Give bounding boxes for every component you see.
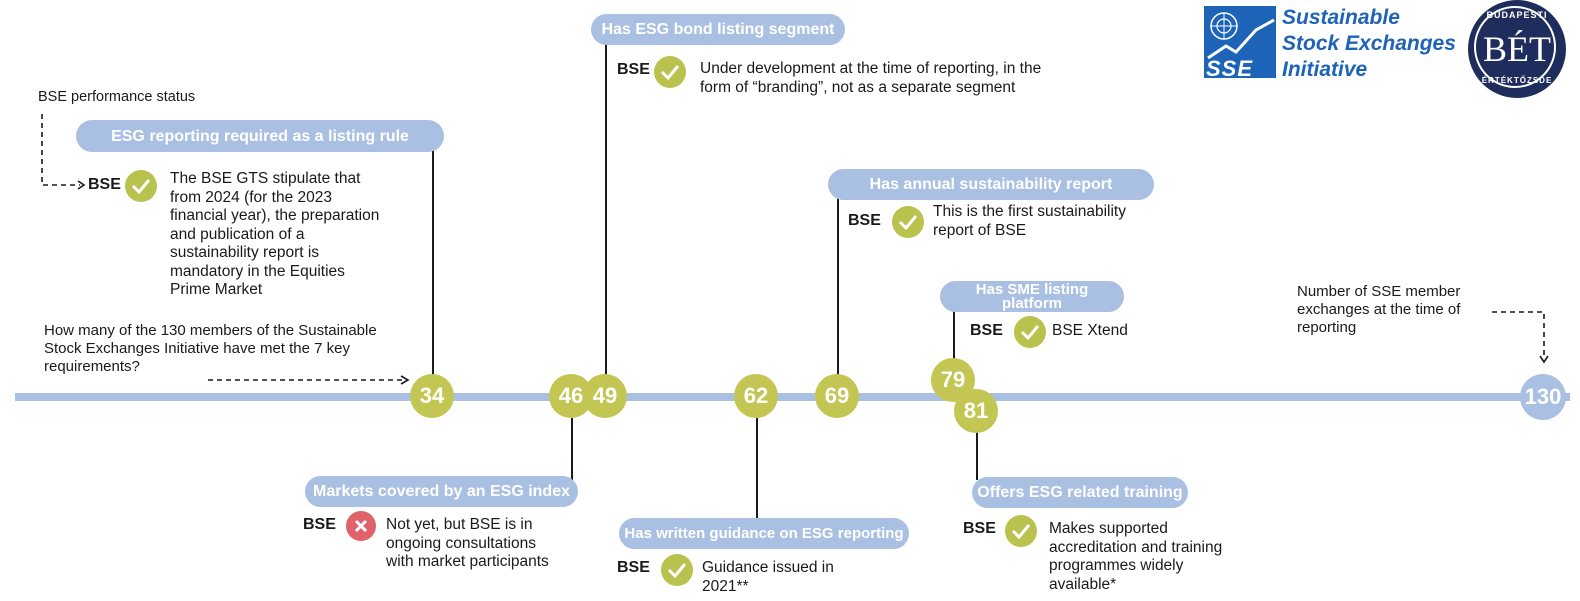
timeline-bar: [15, 393, 1570, 401]
sustainability-report-title: Has annual sustainability report: [828, 169, 1154, 200]
connector-62: [756, 418, 758, 520]
bet-ring-top: BUDAPESTI: [1486, 10, 1548, 20]
esg-index-title: Markets covered by an ESG index: [305, 476, 578, 507]
connector-49: [605, 44, 607, 376]
esg-bond-exchange: BSE: [617, 61, 650, 78]
performance-status-label: BSE performance status: [38, 89, 196, 105]
esg-bond-text: Under development at the time of reporti…: [700, 60, 1042, 96]
sustainability-report-exchange: BSE: [848, 212, 881, 229]
un-emblem-icon: [1204, 6, 1276, 78]
sse-line-1: Sustainable: [1282, 6, 1400, 29]
esg-bond-title: Has ESG bond listing segment: [591, 14, 845, 45]
guidance-text: Guidance issued in 2021**: [702, 559, 834, 595]
esg-reporting-exchange: BSE: [88, 176, 121, 193]
guidance-exchange: BSE: [617, 559, 650, 576]
training-exchange: BSE: [963, 520, 996, 537]
guidance-title: Has written guidance on ESG reporting: [619, 518, 909, 549]
marker-62: 62: [734, 374, 778, 418]
esg-reporting-title: ESG reporting required as a listing rule: [76, 120, 444, 152]
sme-platform-title: Has SME listing platform: [940, 281, 1124, 312]
esg-bond-check-icon: [654, 56, 686, 88]
sme-platform-exchange: BSE: [970, 322, 1003, 339]
training-text: Makes supported accreditation and traini…: [1049, 520, 1223, 593]
members-note: Number of SSE member exchanges at the ti…: [1297, 283, 1461, 336]
connector-34: [432, 150, 434, 376]
bet-logo: BUDAPESTI ÉRTÉKTŐZSDE BÉT: [1468, 0, 1566, 98]
marker-69: 69: [815, 374, 859, 418]
marker-49: 49: [583, 374, 627, 418]
esg-index-text: Not yet, but BSE is in ongoing consultat…: [386, 516, 549, 570]
bet-ring-bottom: ÉRTÉKTŐZSDE: [1481, 76, 1553, 85]
marker-46: 46: [549, 374, 593, 418]
esg-reporting-text: The BSE GTS stipulate that from 2024 (fo…: [170, 170, 380, 298]
sustainability-report-check-icon: [892, 206, 924, 238]
sme-platform-text: BSE Xtend: [1052, 322, 1128, 339]
sse-logo: SSE: [1204, 6, 1276, 81]
marker-34: 34: [410, 374, 454, 418]
connector-69: [837, 198, 839, 376]
esg-reporting-check-icon: [125, 170, 157, 202]
guidance-check-icon: [661, 554, 693, 586]
connector-79: [953, 310, 955, 360]
question-text: How many of the 130 members of the Susta…: [44, 322, 377, 375]
bet-center: BÉT: [1483, 29, 1551, 69]
connector-81: [976, 432, 978, 480]
members-arrow: [1492, 311, 1545, 358]
sse-badge: SSE: [1206, 56, 1254, 81]
sse-line-2: Stock Exchanges: [1282, 32, 1456, 55]
esg-index-cross-icon: [346, 511, 376, 541]
marker-81: 81: [954, 389, 998, 433]
sme-platform-check-icon: [1014, 316, 1046, 348]
marker-130: 130: [1520, 374, 1566, 420]
training-title: Offers ESG related training: [972, 477, 1188, 508]
connector-46: [571, 418, 573, 480]
esg-index-exchange: BSE: [303, 516, 336, 533]
sse-line-3: Initiative: [1282, 58, 1368, 81]
training-check-icon: [1005, 515, 1037, 547]
sustainability-report-text: This is the first sustainability report …: [933, 203, 1126, 239]
status-arrow: [41, 114, 80, 186]
